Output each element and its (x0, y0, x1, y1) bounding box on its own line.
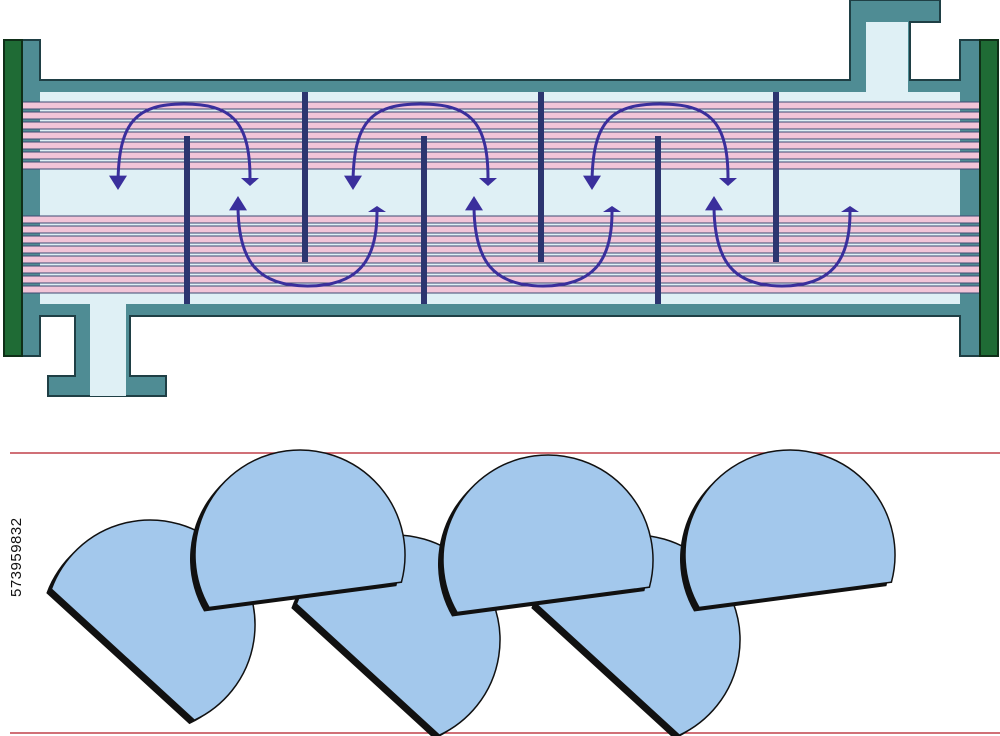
flow-loop-lower-3 (712, 204, 852, 288)
inlet-nozzle (90, 304, 126, 396)
flow-tail-l2 (603, 206, 621, 212)
baffle-5 (655, 136, 661, 304)
tube-8 (7, 215, 997, 224)
flow-tail-l1 (368, 206, 386, 212)
helical-disc-upper-2 (438, 454, 654, 617)
tube-7 (7, 161, 997, 170)
disc-face-upper-1 (194, 449, 406, 609)
tube-sheet-right (979, 39, 999, 357)
tube-12 (7, 255, 997, 264)
tube-15 (7, 285, 997, 294)
flow-arrow-head-u1 (109, 175, 127, 190)
baffle-1 (184, 136, 190, 304)
helical-disc-upper-3 (679, 449, 896, 612)
flow-arrow-head-l2 (465, 196, 483, 211)
flow-arrows (109, 102, 859, 288)
flow-tail-u2 (479, 178, 497, 186)
tube-sheet-left (3, 39, 23, 357)
heat-exchanger (3, 0, 999, 397)
tube-6 (7, 151, 997, 160)
baffles (184, 92, 779, 304)
image-id-label: 573959832 (8, 517, 25, 597)
baffle-2 (302, 92, 308, 262)
helical-disc-upper-1 (190, 449, 406, 612)
tube-5 (7, 141, 997, 150)
helical-discs (46, 449, 896, 736)
flow-loop-upper-3 (590, 102, 730, 186)
flow-tail-u1 (241, 178, 259, 186)
flow-loop-upper-2 (351, 102, 490, 186)
helical-baffle-diagram (10, 449, 1000, 736)
flow-arrow-head-u3 (583, 175, 601, 190)
baffle-3 (421, 136, 427, 304)
tube-4 (7, 131, 997, 140)
baffle-4 (538, 92, 544, 262)
disc-face-upper-3 (684, 449, 896, 609)
flow-arrow-head-u2 (344, 175, 362, 190)
tube-2 (7, 111, 997, 120)
flow-loop-lower-2 (472, 204, 614, 288)
tube-3 (7, 121, 997, 130)
flow-loop-lower-1 (236, 204, 379, 288)
disc-face-upper-2 (442, 454, 654, 614)
tube-11 (7, 245, 997, 254)
tube-13 (7, 265, 997, 274)
flow-tail-l3 (841, 206, 859, 212)
outlet-nozzle (866, 22, 908, 92)
flow-tail-u3 (719, 178, 737, 186)
flow-arrow-head-l3 (705, 196, 723, 211)
flow-loop-upper-1 (116, 102, 252, 186)
flow-arrow-head-l1 (229, 196, 247, 211)
baffle-6 (773, 92, 779, 262)
